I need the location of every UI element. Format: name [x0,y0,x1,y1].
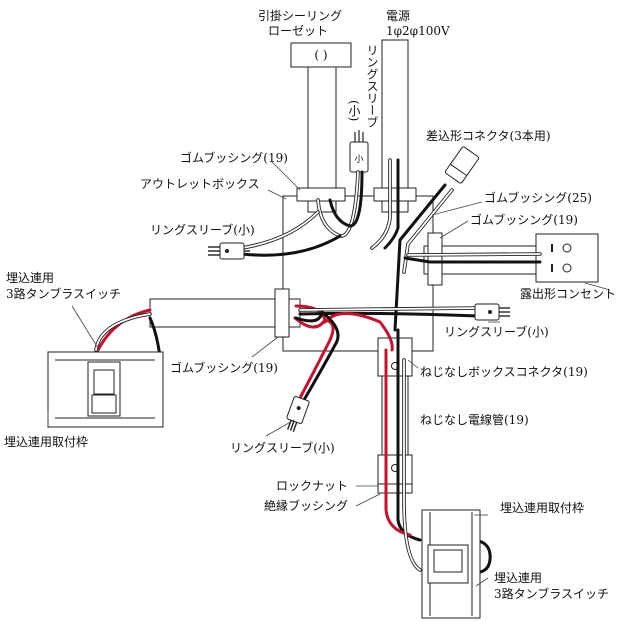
label-embedded-frame-right: 埋込連用取付枠 [500,501,584,515]
rubber-bushing-right [427,232,443,286]
label-push-in-connector: 差込形コネクタ(3本用) [426,129,551,143]
label-rubber-bushing-19-bottom: ゴムブッシング(19) [170,360,278,375]
rubber-bushing-left [274,288,290,338]
label-power-spec: 1φ2φ100V [386,24,450,38]
label-exposed-outlet: 露出形コンセント [520,287,616,301]
label-outlet-box: アウトレットボックス [140,177,260,191]
label-ring-sleeve-top: リングスリーブ [365,44,379,128]
label-power-source: 電源 [386,9,410,23]
label-embedded-frame-left: 埋込連用取付枠 [4,435,88,449]
label-3way-switch-right-1: 埋込連用 [494,571,542,585]
push-in-connector [444,146,480,184]
left-ring-sleeve [208,242,250,260]
power-cable [381,39,409,213]
label-3way-switch-left-2: 3路タンブラスイッチ [6,286,121,301]
label-ring-sleeve-top-size: (小) [347,100,361,121]
label-rubber-bushing-19-top: ゴムブッシング(19) [180,150,288,165]
left-3way-switch [47,351,164,428]
label-ceiling-rosette: 引掛シーリング [258,8,342,23]
rubber-bushing-top-left [296,187,346,202]
box-connector [377,337,413,377]
sleeve-mark: 小 [354,154,363,165]
rubber-bushing-top-right [373,187,417,202]
right-ring-sleeve [474,303,510,321]
rosette-symbol: ( ) [314,48,327,62]
label-ring-sleeve-left: リングスリーブ(小) [150,222,255,237]
conduit-lower-connector [377,454,413,494]
label-rubber-bushing-19-right: ゴムブッシング(19) [470,212,578,227]
ceiling-rosette [290,42,352,68]
label-ring-sleeve-bottom: リングスリーブ(小) [230,440,335,455]
label-3way-switch-right-2: 3路タンブラスイッチ [494,586,609,601]
label-rubber-bushing-25: ゴムブッシング(25) [484,190,592,205]
right-3way-switch [421,509,481,619]
label-screwless-box-connector: ねじなしボックスコネクタ(19) [420,365,588,379]
outlet-cable [423,245,537,275]
label-locknut: ロックナット [276,479,348,493]
rosette-cable [307,61,337,213]
bottom-ring-sleeve [286,396,310,432]
label-screwless-conduit: ねじなし電線管(19) [420,412,529,427]
label-insulating-bushing: 絶縁ブッシング [264,498,348,513]
exposed-outlet [535,233,599,283]
label-ring-sleeve-right: リングスリーブ(小) [444,324,549,339]
label-ceiling-rosette-2: ローゼット [268,24,328,38]
label-3way-switch-left-1: 埋込連用 [6,271,54,285]
